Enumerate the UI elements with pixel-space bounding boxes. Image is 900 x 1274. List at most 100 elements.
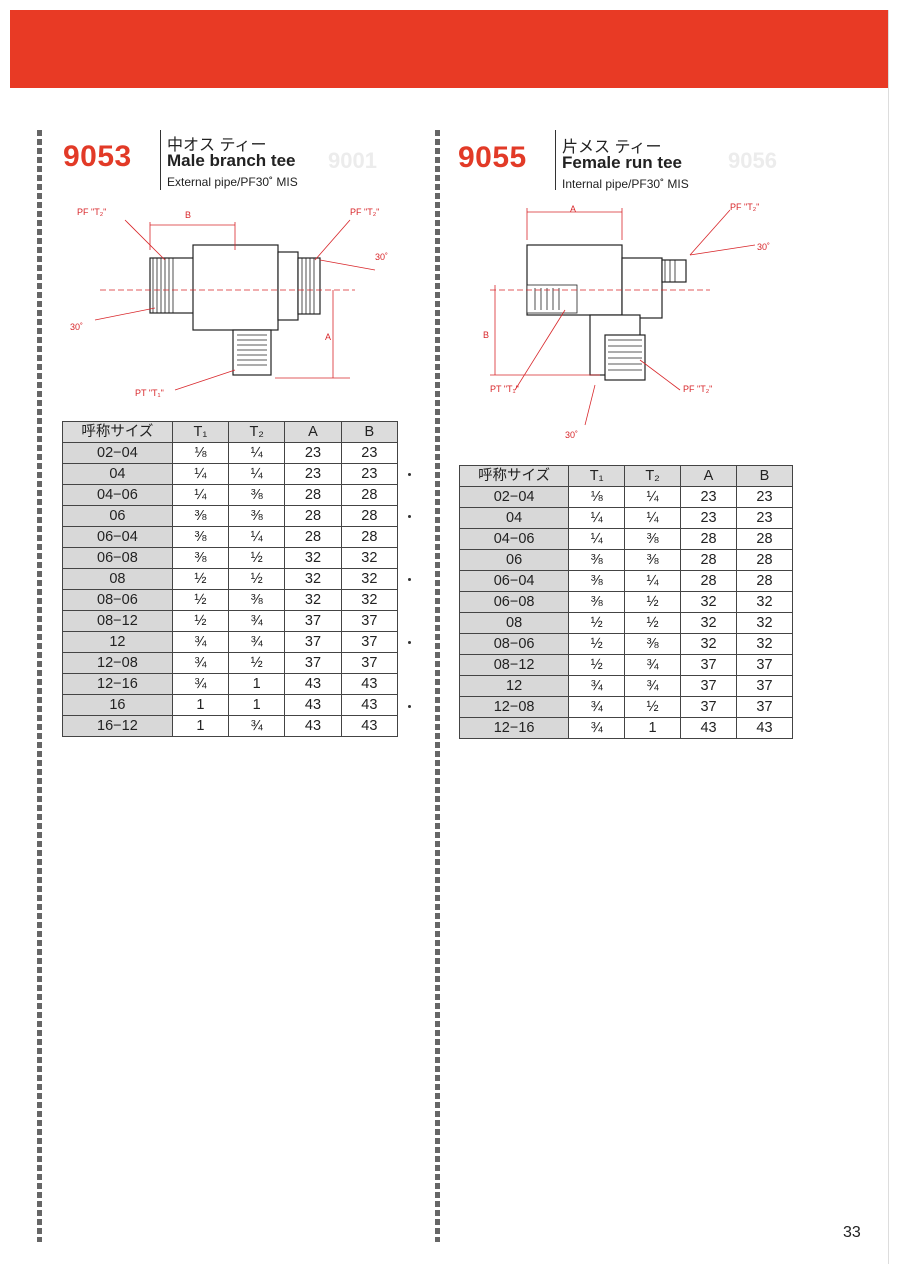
cell-t1: ½ [568,612,626,634]
stock-dot [408,473,411,476]
cell-a: 32 [680,633,737,655]
cell-t2: ¾ [228,610,286,632]
cell-t1: ½ [568,654,626,676]
cell-t2: ¼ [228,442,286,464]
cell-a: 32 [284,547,342,569]
right-diagram-angle-right: 30˚ [757,242,770,252]
cell-t1: ⅜ [568,591,626,613]
cell-t1: ¾ [568,675,626,697]
cell-size: 06−08 [458,591,570,613]
header-t1: T₁ [171,421,230,443]
left-title-jp: 中オス ティー [167,137,267,154]
cell-t2: ⅜ [624,549,682,571]
left-diagram-angle-right: 30˚ [375,252,388,262]
cell-b: 28 [340,526,399,548]
cell-t1: ⅛ [568,486,626,508]
left-diagram-pf-t2-right: PF "T₂" [350,207,379,217]
cell-size: 02−04 [62,442,173,464]
cell-t2: ½ [228,652,286,674]
cell-size: 06 [458,549,570,571]
cell-b: 37 [736,696,793,718]
cell-a: 28 [680,549,737,571]
cell-a: 32 [680,612,737,634]
left-diagram-pt-t1: PT "T₁" [135,388,164,398]
left-diagram-angle-left: 30˚ [70,322,83,332]
cell-a: 28 [680,528,737,550]
cell-t1: ⅜ [171,526,230,548]
cell-b: 37 [340,631,399,653]
cell-t1: ¼ [568,528,626,550]
stock-dot [408,515,411,518]
cell-t2: ¼ [228,463,286,485]
cell-b: 43 [736,717,793,739]
cell-t2: ⅜ [624,633,682,655]
cell-t2: ¾ [228,715,286,737]
cell-size: 12 [458,675,570,697]
cell-a: 37 [680,696,737,718]
cell-t1: ½ [171,568,230,590]
cell-a: 23 [284,463,342,485]
cell-a: 28 [284,505,342,527]
cell-t1: ¾ [568,696,626,718]
cell-size: 04−06 [62,484,173,506]
right-diagram-angle-bottom: 30˚ [565,430,578,440]
cell-t1: ½ [171,610,230,632]
right-title-en: Female run tee [562,153,682,172]
cell-t1: ⅜ [568,570,626,592]
cell-a: 28 [680,570,737,592]
cell-a: 28 [284,484,342,506]
cell-b: 37 [736,654,793,676]
cell-size: 08−06 [62,589,173,611]
left-margin-strip [37,130,42,1242]
header-size: 呼称サイズ [458,465,570,487]
cell-t2: ¾ [624,654,682,676]
cell-t2: ⅜ [624,528,682,550]
cell-t2: ½ [624,696,682,718]
header-color-band [10,10,888,88]
header-t1: T₁ [568,465,626,487]
header-size: 呼称サイズ [62,421,173,443]
cell-t1: ¾ [568,717,626,739]
cell-b: 28 [340,505,399,527]
cell-b: 43 [340,715,399,737]
cell-a: 37 [284,610,342,632]
cell-t2: ¼ [228,526,286,548]
cell-t1: ⅜ [171,547,230,569]
cell-size: 08 [62,568,173,590]
header-a: A [680,465,737,487]
cell-b: 32 [340,568,399,590]
cell-t1: ⅜ [171,505,230,527]
header-a: A [284,421,342,443]
left-diagram-pf-t2-left: PF "T₂" [77,207,106,217]
cell-a: 32 [680,591,737,613]
cell-size: 12−08 [458,696,570,718]
cell-a: 37 [680,675,737,697]
page-number: 33 [843,1224,861,1241]
cell-t1: ½ [568,633,626,655]
cell-size: 06−08 [62,547,173,569]
cell-t2: ¼ [624,507,682,529]
cell-t2: ⅜ [228,505,286,527]
cell-size: 08−06 [458,633,570,655]
left-subtitle: External pipe/PF30˚ MIS [167,175,298,189]
cell-b: 37 [736,675,793,697]
cell-a: 32 [284,589,342,611]
cell-t2: 1 [624,717,682,739]
cell-b: 37 [340,652,399,674]
cell-b: 23 [340,463,399,485]
cell-a: 23 [680,507,737,529]
cell-a: 37 [680,654,737,676]
cell-t1: ¼ [171,463,230,485]
